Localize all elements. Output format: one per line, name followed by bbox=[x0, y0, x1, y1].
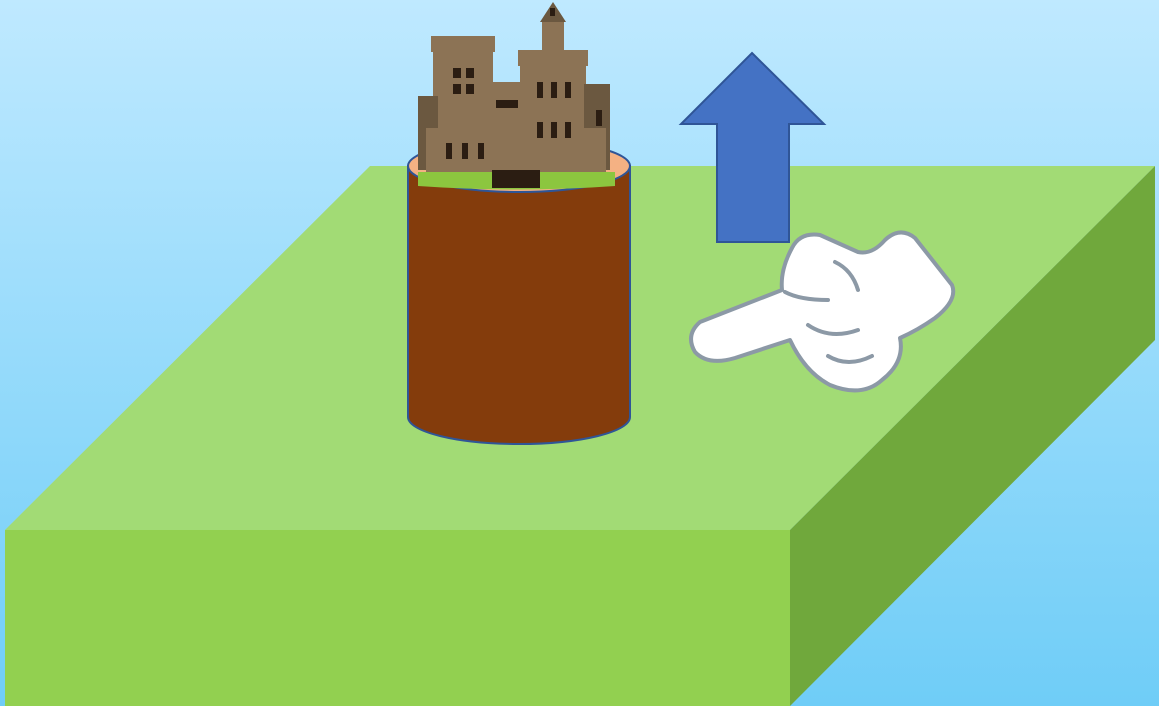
castle-base bbox=[426, 128, 606, 172]
platform-front-face bbox=[5, 530, 790, 706]
pillar-body bbox=[408, 166, 630, 444]
castle-left-battlement bbox=[431, 36, 495, 52]
castle-spire bbox=[542, 20, 564, 54]
castle-gate bbox=[492, 170, 540, 188]
